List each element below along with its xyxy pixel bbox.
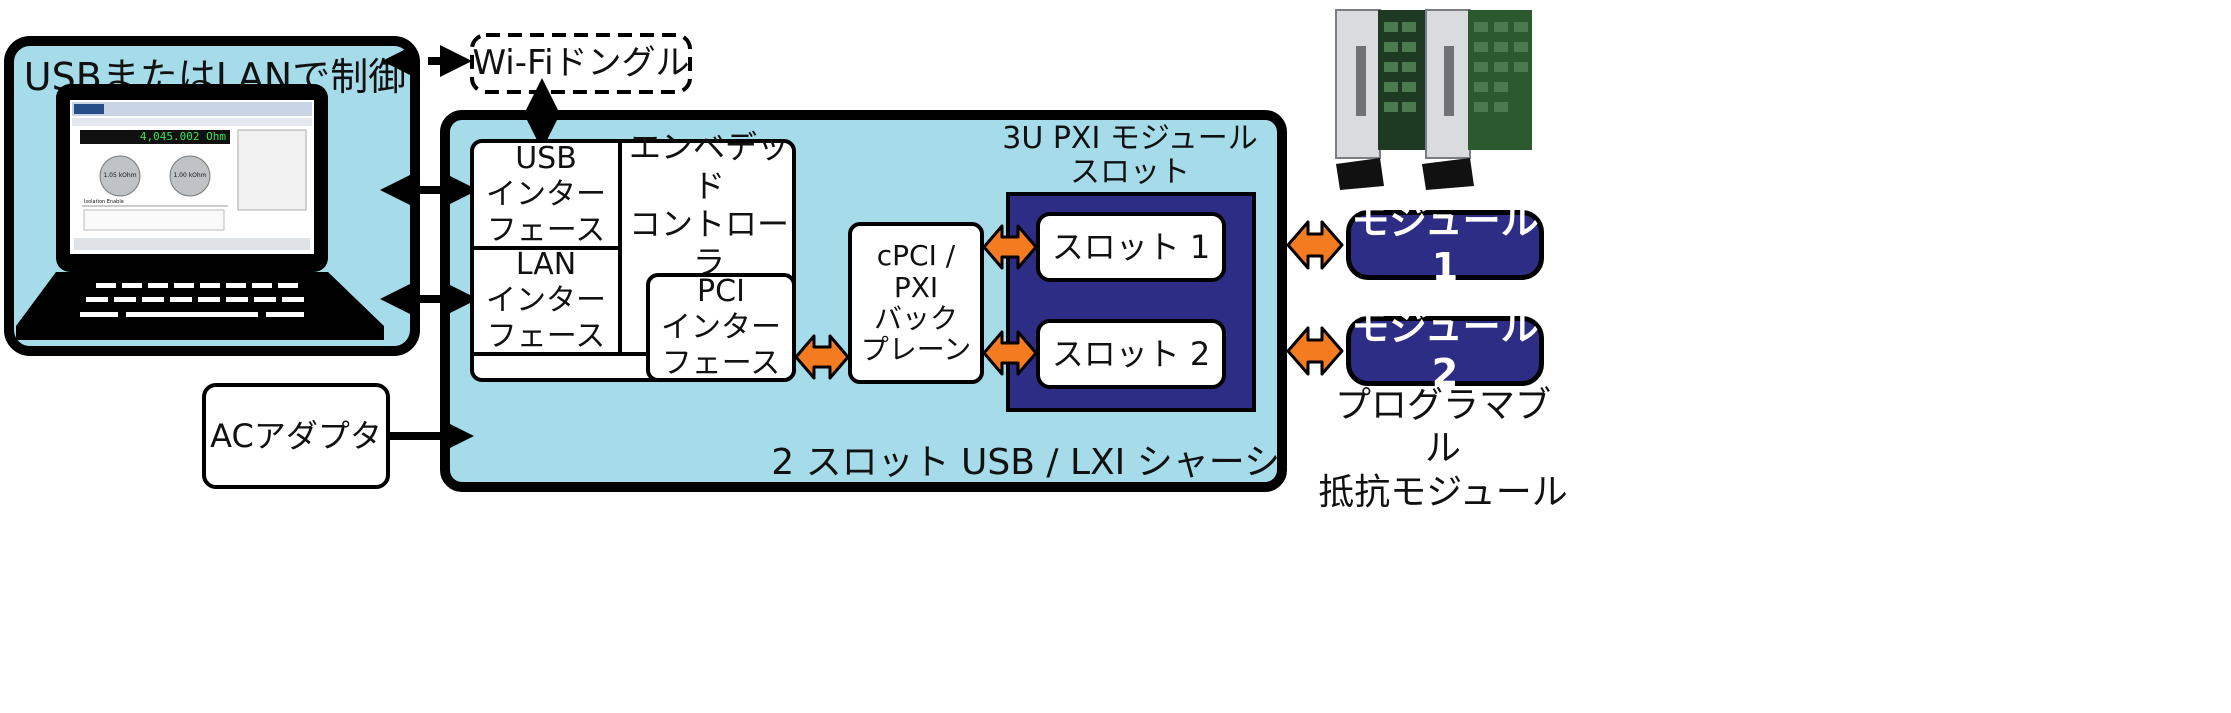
ac-adapter: ACアダプタ — [202, 383, 390, 489]
module-2: モジュール 2 — [1346, 305, 1544, 395]
screen-dial1-value: 1.05 kOhm — [103, 172, 137, 180]
screen-dial2-value: 1.00 kOhm — [173, 172, 207, 180]
arrow-pci-backplane — [794, 334, 850, 380]
arrow-module2 — [1286, 326, 1344, 376]
slot-1: スロット 1 — [1036, 212, 1226, 282]
chassis-title: 2 スロット USB / LXI シャーシ — [771, 442, 1280, 484]
backplane: cPCI / PXI バック プレーン — [860, 239, 972, 367]
pci-interface: PCI インター フェース — [661, 273, 781, 381]
module-1: モジュール 1 — [1346, 199, 1544, 289]
slot-area-title: 3U PXI モジュール スロット — [1002, 120, 1258, 190]
arrow-module1 — [1286, 220, 1344, 270]
usb-interface: USB インター フェース — [486, 140, 606, 248]
arrow-backplane-slot1 — [982, 224, 1038, 270]
backplane-box — [848, 222, 984, 384]
interface-divider-horizontal — [470, 246, 620, 250]
screen-readout: 4,045.002 Ohm — [139, 130, 226, 144]
modules-caption: プログラマブル 抵抗モジュール — [1318, 385, 1568, 513]
embedded-controller: エンベデッド コントローラ — [628, 128, 789, 281]
slot-2: スロット 2 — [1036, 319, 1226, 389]
arrow-backplane-slot2 — [982, 330, 1038, 376]
laptop-icon — [16, 84, 384, 340]
interface-bottom-divider — [470, 352, 650, 356]
lan-interface: LAN インター フェース — [486, 247, 606, 354]
pxi-module-photo — [1335, 4, 1536, 190]
wifi-dongle-label: Wi-Fiドングル — [472, 43, 690, 84]
pci-interface-box — [646, 273, 796, 382]
interface-divider-vertical — [618, 139, 622, 354]
screen-bottom-label: Isolation Enable — [84, 199, 124, 205]
